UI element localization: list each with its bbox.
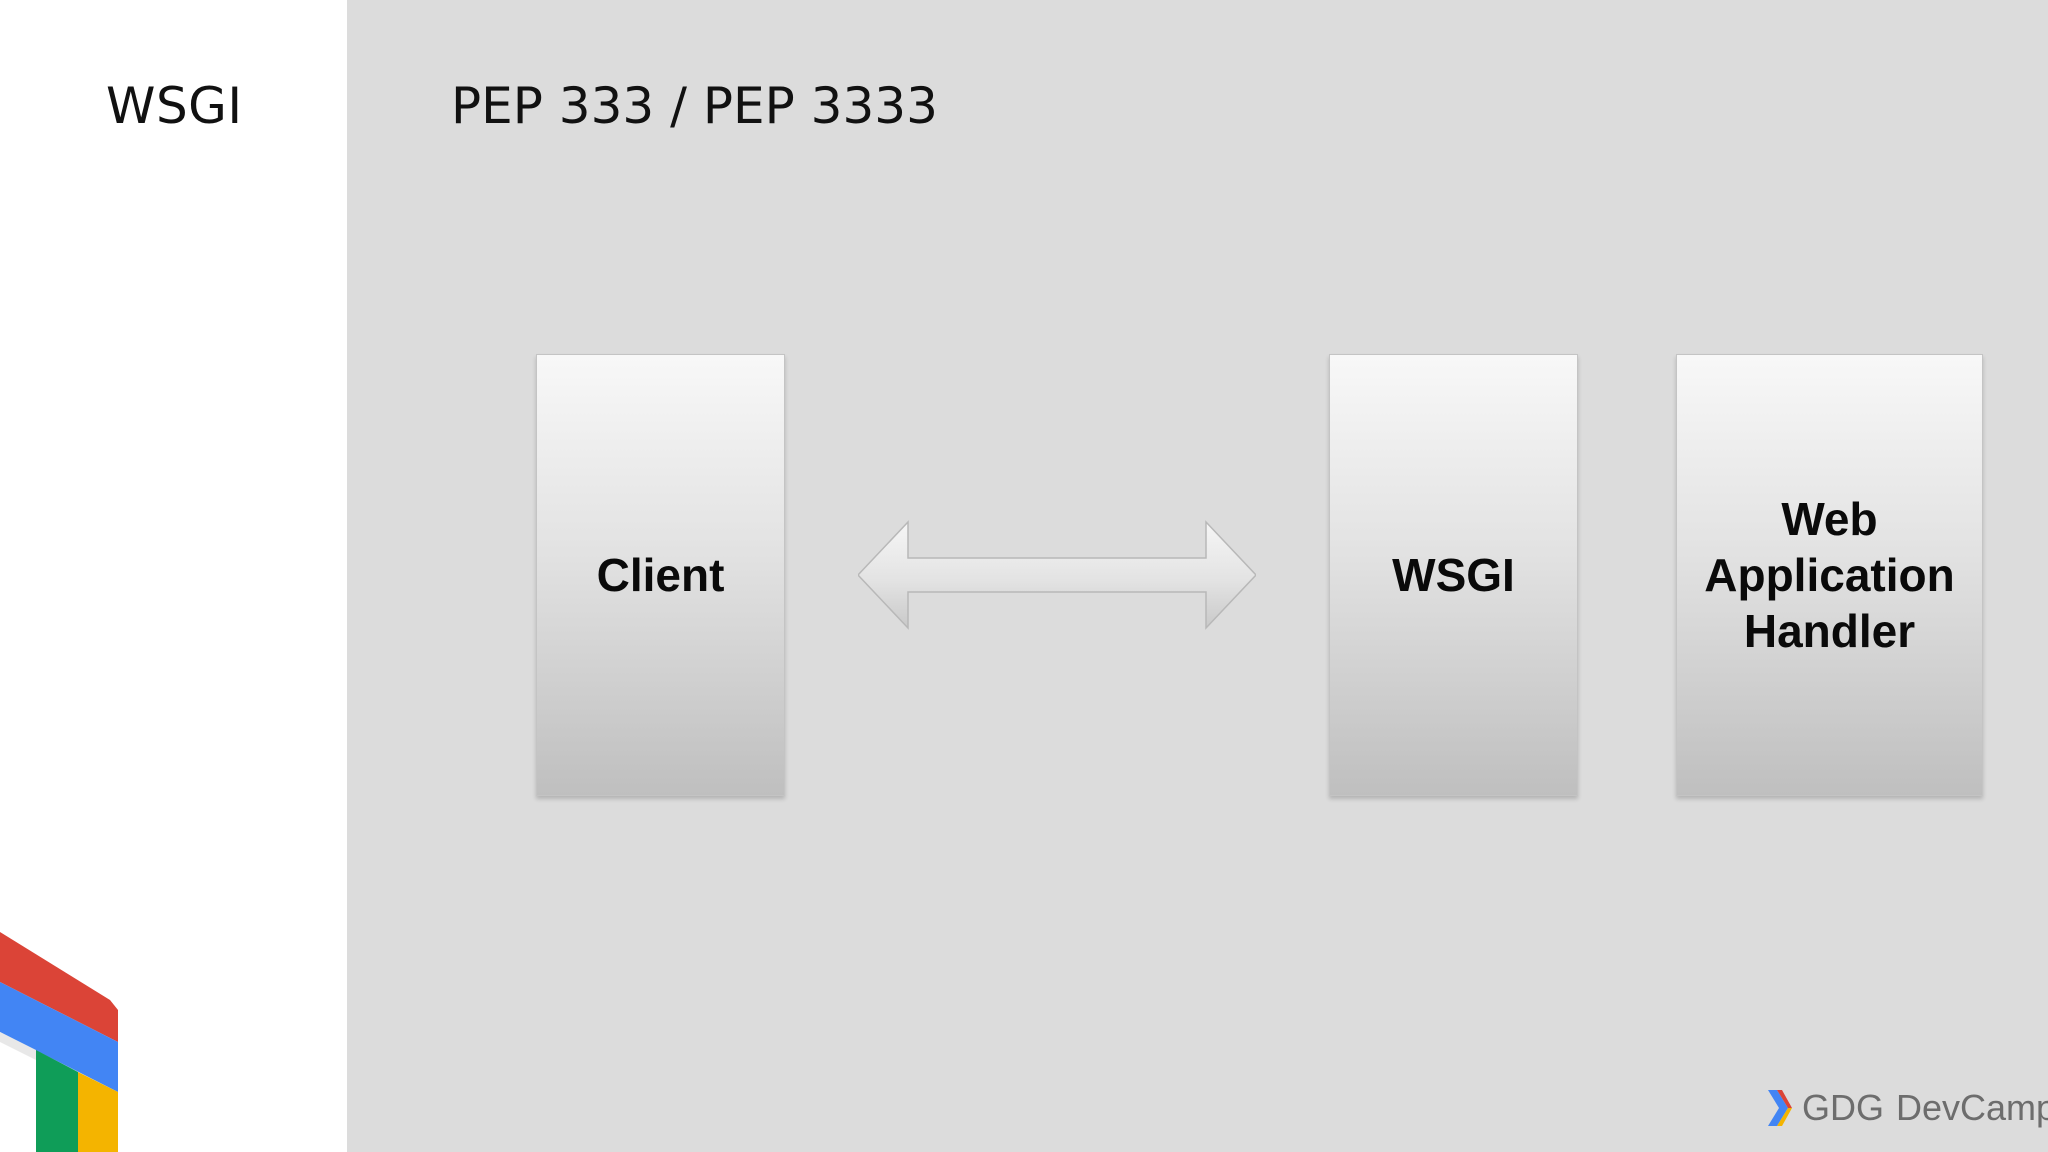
client-label-line: Client bbox=[596, 549, 725, 601]
slide-title: PEP 333 / PEP 3333 bbox=[451, 77, 938, 135]
client-box: Client bbox=[536, 354, 785, 796]
gdg-logo-icon bbox=[0, 932, 118, 1152]
wsgi-label-line: WSGI bbox=[1392, 549, 1515, 601]
bidirectional-arrow-icon bbox=[858, 520, 1256, 630]
web-application-handler-box: Web Application Handler bbox=[1676, 354, 1983, 796]
handler-label-line-2: Application bbox=[1704, 549, 1955, 601]
left-panel: WSGI bbox=[0, 0, 347, 1152]
handler-label-line-1: Web bbox=[1781, 493, 1878, 545]
handler-label-line-3: Handler bbox=[1743, 605, 1916, 657]
footer-brand-devcamp: DevCamp bbox=[1896, 1087, 2048, 1128]
wsgi-box: WSGI bbox=[1329, 354, 1578, 796]
section-title: WSGI bbox=[106, 77, 243, 135]
footer-brand-gdg: GDG bbox=[1802, 1087, 1885, 1128]
handler-box-label: Web Application Handler bbox=[1704, 491, 1954, 659]
wsgi-box-label: WSGI bbox=[1392, 547, 1515, 603]
gdg-chevron-icon bbox=[1768, 1090, 1792, 1126]
client-box-label: Client bbox=[597, 547, 725, 603]
footer-brand: GDG DevCamp bbox=[1768, 1088, 2048, 1128]
